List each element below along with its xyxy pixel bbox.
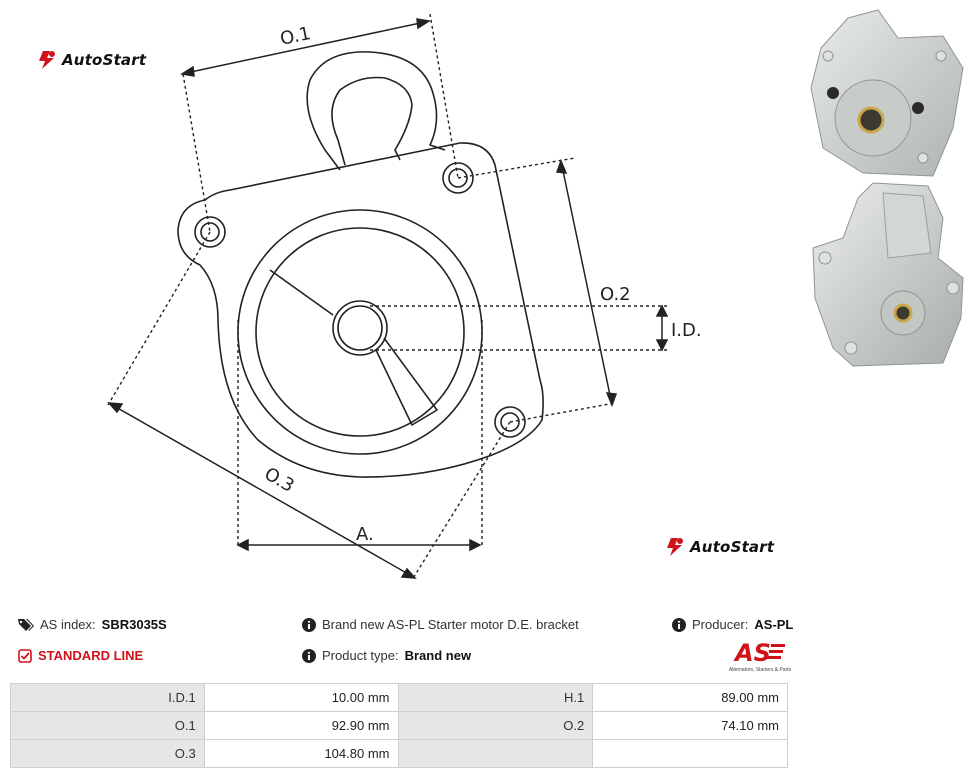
spec-value: 74.10 mm bbox=[592, 711, 788, 740]
as-pl-logo-mark: AS bbox=[733, 639, 785, 667]
logo-text: AutoStart bbox=[62, 51, 147, 69]
spec-label: O.3 bbox=[10, 739, 205, 768]
label-o3: O.3 bbox=[261, 463, 298, 496]
technical-drawing: O.1 O.2 O.3 A. I.D.1 bbox=[107, 13, 700, 581]
spec-value: 10.00 mm bbox=[203, 683, 399, 712]
standard-line-badge: STANDARD LINE bbox=[18, 648, 143, 663]
spec-table: I.D.1 10.00 mm H.1 89.00 mm O.1 92.90 mm… bbox=[10, 683, 788, 768]
check-square-icon bbox=[18, 648, 32, 663]
spec-label bbox=[397, 739, 594, 768]
logo-text: AutoStart bbox=[690, 538, 775, 556]
description-text: Brand new AS-PL Starter motor D.E. brack… bbox=[322, 617, 579, 632]
table-row: O.3 104.80 mm bbox=[10, 739, 788, 768]
label-id1: I.D.1 bbox=[671, 320, 700, 341]
tags-icon bbox=[18, 618, 34, 631]
autostart-logo: AutoStart bbox=[36, 50, 146, 70]
as-pl-logo-tagline: Alternators, Starters & Parts bbox=[728, 667, 792, 673]
info-circle-icon bbox=[672, 617, 686, 632]
autostart-logo-icon bbox=[667, 538, 683, 556]
product-type-label: Product type: bbox=[322, 648, 399, 663]
spec-value bbox=[592, 739, 788, 768]
producer: Producer: AS-PL bbox=[672, 617, 793, 632]
spec-value: 92.90 mm bbox=[203, 711, 399, 740]
spec-label: H.1 bbox=[397, 683, 594, 712]
producer-label: Producer: bbox=[692, 617, 749, 632]
as-pl-logo: AS Alternators, Starters & Parts bbox=[714, 639, 806, 673]
label-o2: O.2 bbox=[600, 284, 631, 305]
autostart-logo-drawing: AutoStart bbox=[664, 537, 774, 557]
autostart-logo-icon bbox=[39, 51, 55, 69]
spec-label: O.2 bbox=[397, 711, 594, 740]
info-circle-icon bbox=[302, 648, 316, 663]
label-a: A. bbox=[356, 524, 374, 545]
producer-value: AS-PL bbox=[754, 617, 794, 632]
spec-label: O.1 bbox=[10, 711, 205, 740]
product-type-value: Brand new bbox=[404, 648, 472, 663]
table-row: O.1 92.90 mm O.2 74.10 mm bbox=[10, 711, 788, 740]
label-o1: O.1 bbox=[278, 23, 312, 50]
table-row: I.D.1 10.00 mm H.1 89.00 mm bbox=[10, 683, 788, 712]
standard-line-text: STANDARD LINE bbox=[38, 648, 144, 663]
as-index: AS index: SBR3035S bbox=[18, 617, 167, 632]
product-description: Brand new AS-PL Starter motor D.E. brack… bbox=[302, 617, 579, 632]
product-photo-front bbox=[810, 9, 964, 177]
svg-text:AS: AS bbox=[733, 640, 771, 664]
as-index-label: AS index: bbox=[40, 617, 96, 632]
product-photo-side bbox=[812, 182, 964, 367]
spec-value: 89.00 mm bbox=[592, 683, 788, 712]
as-index-value: SBR3035S bbox=[101, 617, 167, 632]
spec-label: I.D.1 bbox=[10, 683, 205, 712]
product-type: Product type: Brand new bbox=[302, 648, 471, 663]
spec-value: 104.80 mm bbox=[203, 739, 399, 768]
info-circle-icon bbox=[302, 617, 316, 632]
